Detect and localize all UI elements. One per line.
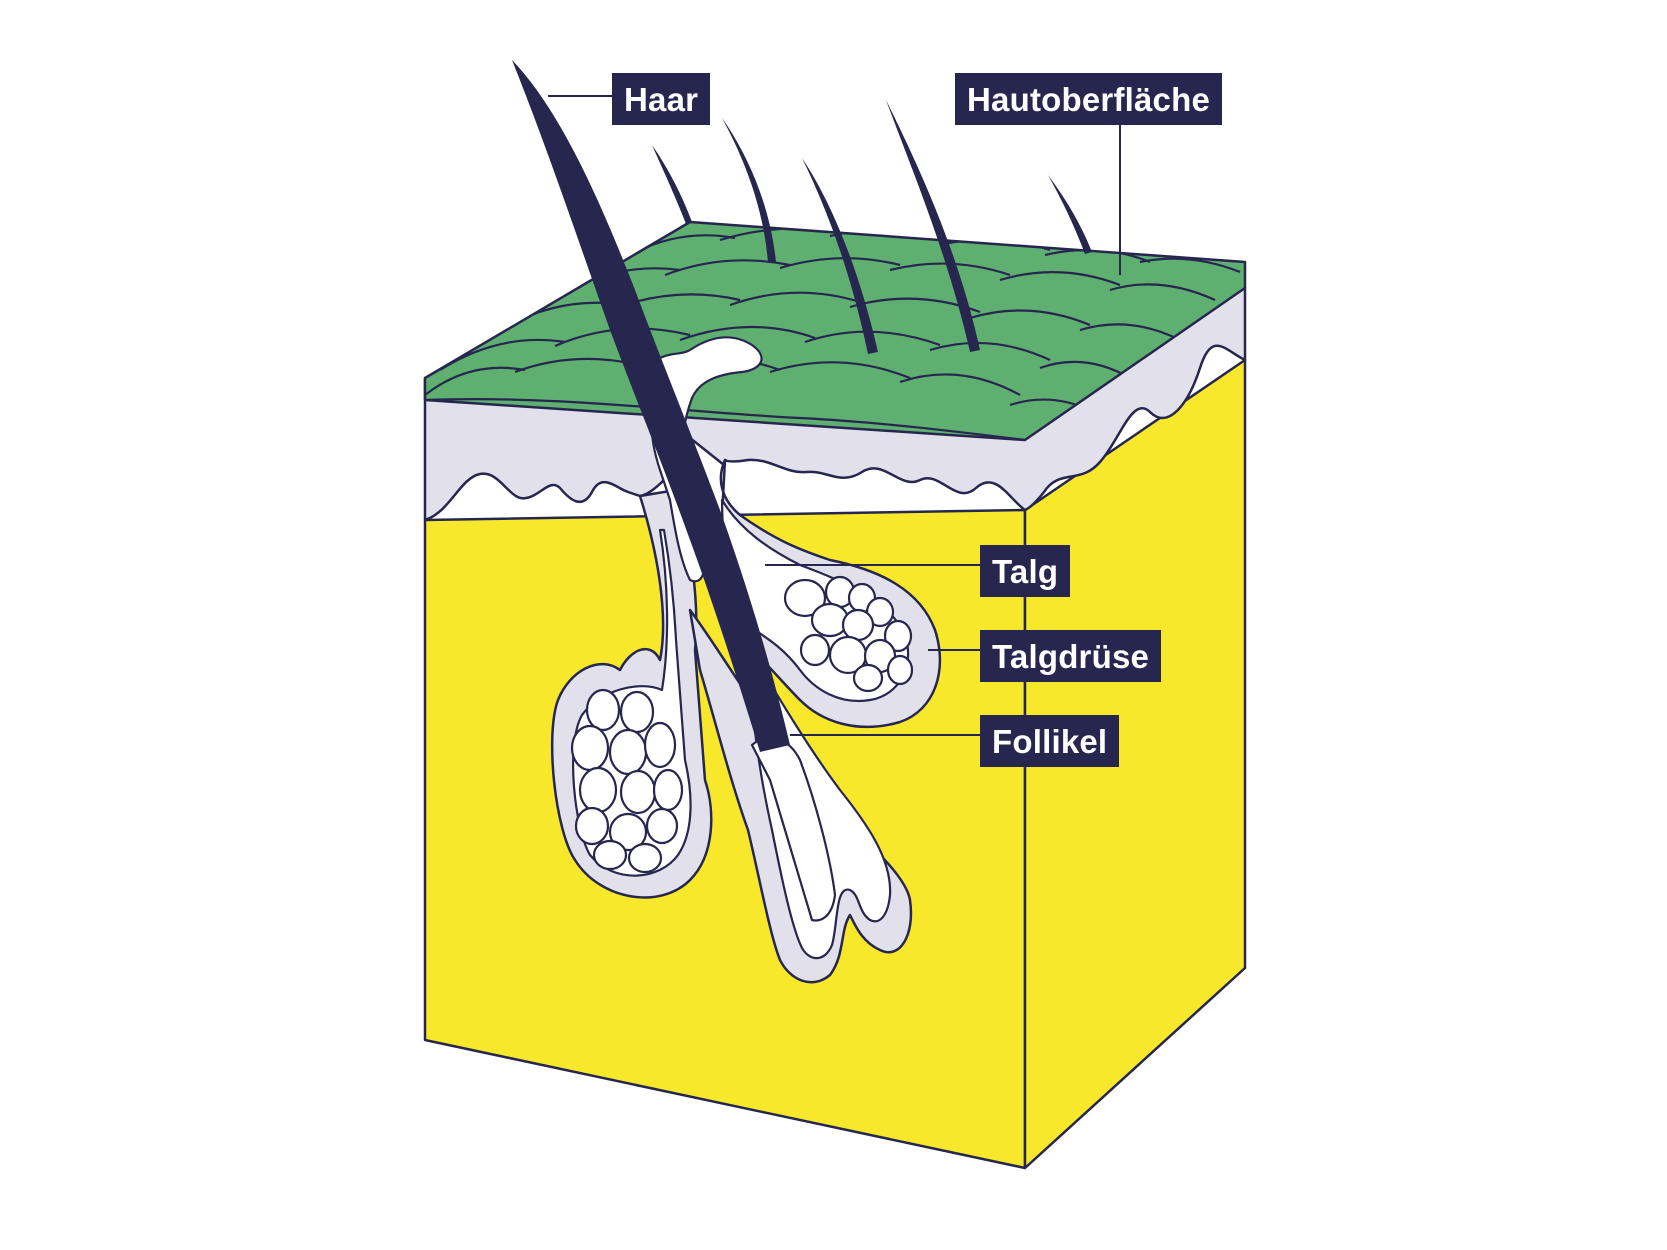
label-talg: Talg [980,545,1071,597]
label-talgdruese: Talgdrüse [980,630,1162,682]
surface-hairs [652,100,1092,354]
sebaceous-gland-right [716,458,942,729]
epidermis-layer [423,286,1247,522]
sebaceous-gland-left [550,488,713,899]
label-hautoberflaeche: Hautoberfläche [955,73,1223,125]
leader-lines [548,95,1121,736]
label-follikel: Follikel [980,715,1120,767]
label-haar: Haar [612,73,711,125]
main-hair-shaft [512,60,790,752]
